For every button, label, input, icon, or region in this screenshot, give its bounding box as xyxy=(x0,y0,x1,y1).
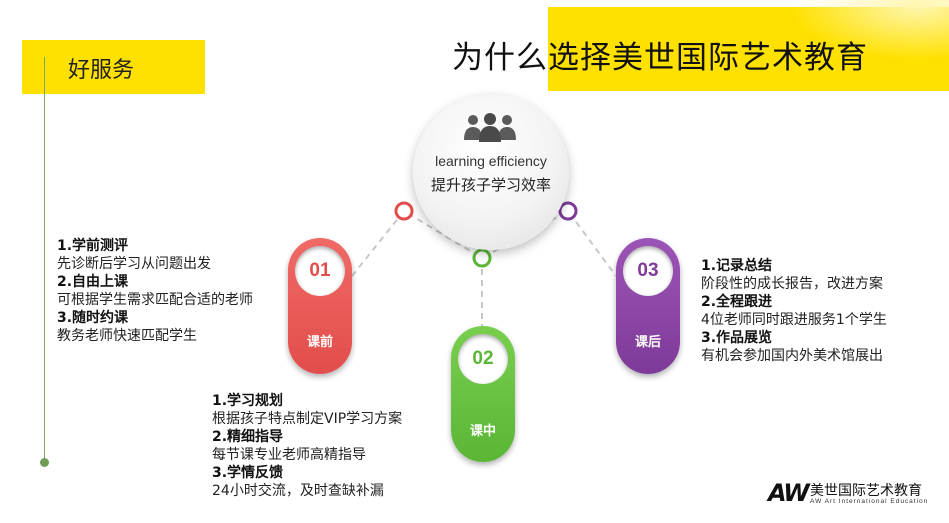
stage-label: 课中 xyxy=(469,424,496,439)
people-group-icon xyxy=(464,113,516,142)
brand-name-en: AW Art International Education xyxy=(810,498,929,505)
item-detail: 根据孩子特点制定VIP学习方案 xyxy=(212,411,403,427)
item-detail: 24小时交流，及时查缺补漏 xyxy=(212,483,384,499)
item-detail: 4位老师同时跟进服务1个学生 xyxy=(701,312,887,328)
item-detail: 教务老师快速匹配学生 xyxy=(57,328,197,344)
brand-logo-mark: AW xyxy=(768,479,810,507)
purple-node-dot xyxy=(558,201,578,221)
item-detail: 先诊断后学习从问题出发 xyxy=(57,256,211,272)
section-tag: 好服务 xyxy=(68,58,135,83)
banner-highlight xyxy=(790,0,949,60)
after-class-details: 1.记录总结 阶段性的成长报告，改进方案 2.全程跟进 4位老师同时跟进服务1个… xyxy=(701,257,887,365)
item-heading: 3.随时约课 xyxy=(57,310,129,326)
in-class-details: 1.学习规划 根据孩子特点制定VIP学习方案 2.精细指导 每节课专业老师高精指… xyxy=(212,392,402,500)
green-node-dot xyxy=(472,248,492,268)
stage-number-badge: 01 xyxy=(295,246,345,296)
red-node-dot xyxy=(394,201,414,221)
item-heading: 3.作品展览 xyxy=(701,330,773,346)
brand-name-cn: 美世国际艺术教育 xyxy=(810,483,922,499)
stage-label: 课后 xyxy=(634,335,661,350)
item-heading: 1.记录总结 xyxy=(701,258,773,274)
stage-label: 课前 xyxy=(306,335,333,350)
item-detail: 有机会参加国内外美术馆展出 xyxy=(701,348,883,364)
timeline-dot xyxy=(40,458,49,467)
item-heading: 1.学前测评 xyxy=(57,238,129,254)
item-detail: 阶段性的成长报告，改进方案 xyxy=(701,276,883,292)
item-heading: 2.自由上课 xyxy=(57,274,129,290)
center-subtitle-en: learning efficiency xyxy=(435,153,547,169)
page-title: 为什么选择美世国际艺术教育 xyxy=(452,40,868,76)
item-detail: 可根据学生需求匹配合适的老师 xyxy=(57,292,253,308)
item-heading: 3.学情反馈 xyxy=(212,465,284,481)
stage-number-badge: 02 xyxy=(458,334,508,384)
timeline-line xyxy=(44,57,45,463)
item-heading: 1.学习规划 xyxy=(212,393,284,409)
item-heading: 2.精细指导 xyxy=(212,429,284,445)
item-heading: 2.全程跟进 xyxy=(701,294,773,310)
item-detail: 每节课专业老师高精指导 xyxy=(212,447,366,463)
section-tag-background xyxy=(22,40,205,94)
before-class-details: 1.学前测评 先诊断后学习从问题出发 2.自由上课 可根据学生需求匹配合适的老师… xyxy=(57,237,253,345)
stage-number-badge: 03 xyxy=(623,246,673,296)
center-subtitle-cn: 提升孩子学习效率 xyxy=(430,176,551,194)
